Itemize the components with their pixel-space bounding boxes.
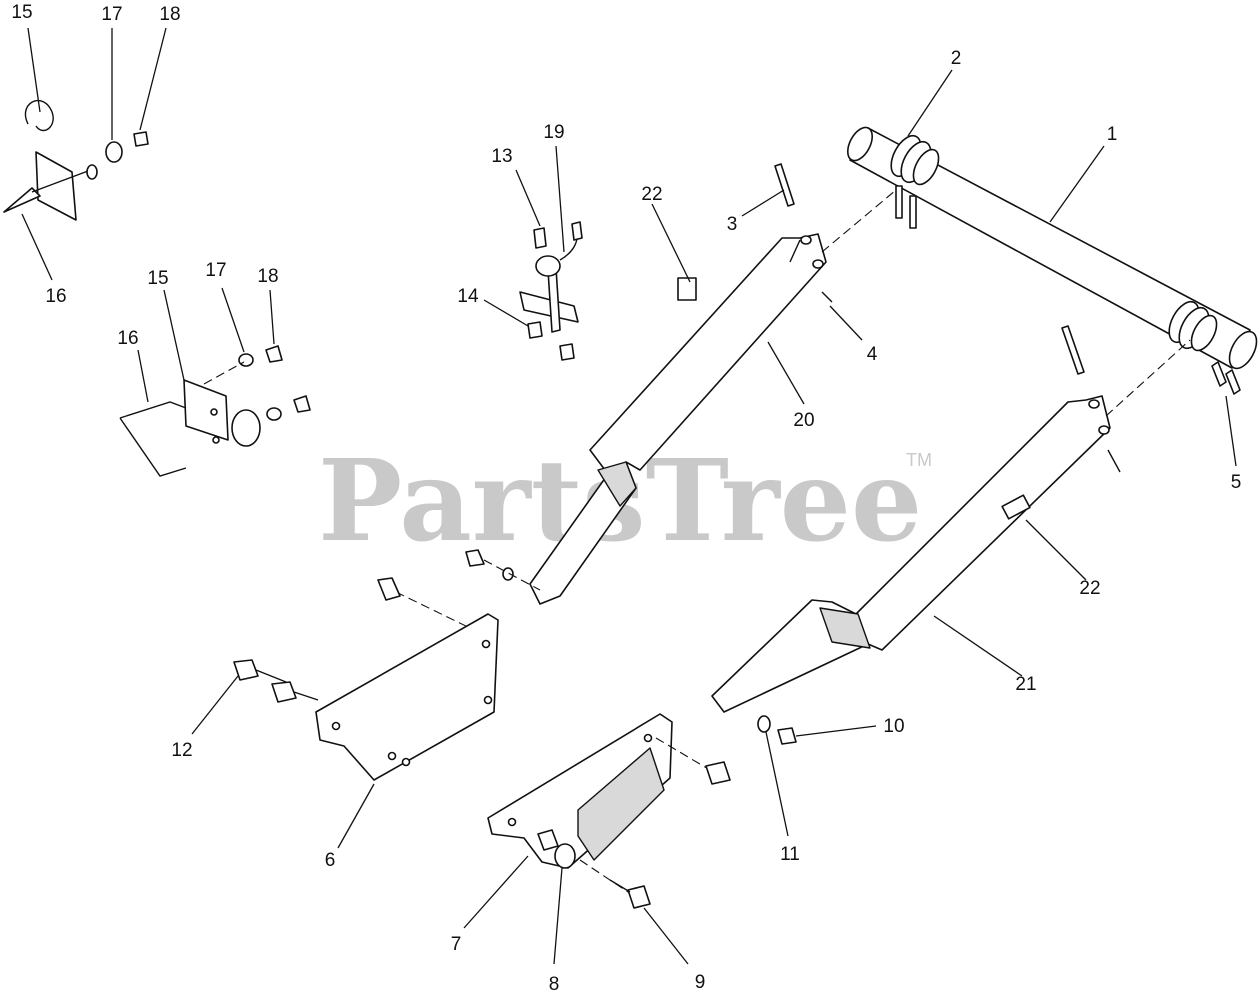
part-lever-arm-right[interactable] [711,325,1121,713]
callout-16-top: 16 [45,286,66,307]
part-mount-plate-left[interactable] [315,577,499,781]
callout-16-mid: 16 [117,328,138,349]
part-cable-bracket[interactable] [519,221,583,361]
part-decal-left[interactable] [677,277,697,301]
callout-22-left: 22 [641,184,662,205]
callout-1: 1 [1107,124,1118,145]
leader-lines [21,27,1237,965]
callout-21: 21 [1015,674,1036,695]
detail-pin-assembly-mid[interactable] [119,345,311,477]
callout-9: 9 [695,972,706,993]
callout-15-top: 15 [11,2,32,23]
callout-5: 5 [1231,472,1242,493]
detail-pin-assembly-top[interactable] [3,99,149,221]
part-cross-shaft[interactable] [843,123,1258,395]
callout-20: 20 [793,410,814,431]
callout-17-top: 17 [101,4,122,25]
callout-6: 6 [325,850,336,871]
callout-13: 13 [491,146,512,167]
watermark-trademark: TM [906,450,932,470]
callout-2: 2 [951,48,962,69]
part-lever-arm-left[interactable] [529,163,833,605]
callout-10: 10 [883,716,904,737]
callout-18-mid: 18 [257,266,278,287]
callout-11: 11 [780,844,800,865]
callout-4: 4 [867,344,878,365]
callout-19: 19 [543,122,564,143]
callout-3: 3 [727,214,738,235]
callout-18-top: 18 [159,4,180,25]
callout-labels: 1 2 3 4 5 6 7 8 9 10 11 12 13 14 15 15 1… [11,2,1241,995]
part-mount-plate-right[interactable] [487,713,711,893]
callout-17-mid: 17 [205,260,226,281]
callout-15-mid: 15 [147,268,168,289]
callout-8: 8 [549,974,560,995]
callout-14: 14 [457,286,479,307]
callout-7: 7 [451,934,462,955]
callout-12: 12 [171,740,192,761]
fasteners [233,549,797,909]
callout-22-right: 22 [1079,578,1100,599]
